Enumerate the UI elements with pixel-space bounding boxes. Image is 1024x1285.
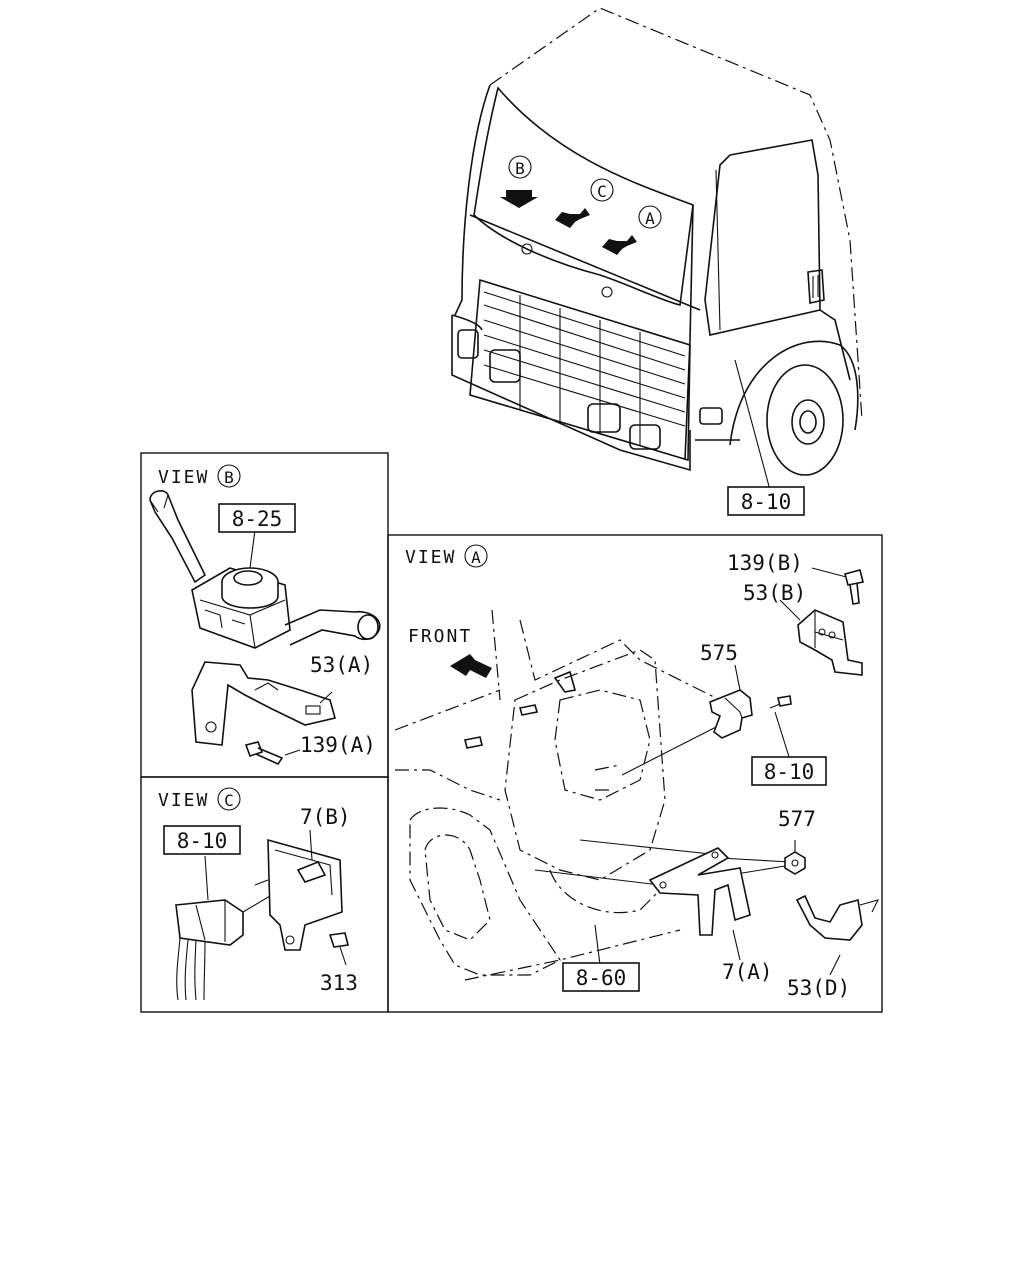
view-b-ref-box: 8-25 [218, 503, 296, 533]
view-a-panel [387, 534, 883, 1013]
bracket-53a [191, 661, 336, 746]
bracket-7a [648, 847, 751, 936]
nut-577 [784, 851, 806, 875]
view-a-letter: A [471, 548, 481, 567]
bolt-313 [328, 932, 349, 966]
view-c-prefix: VIEW [158, 790, 209, 811]
view-arrow-c: C [555, 178, 614, 228]
module-studs [464, 670, 577, 749]
bracket-53b [797, 609, 863, 676]
view-b-letter: B [224, 468, 234, 487]
bracket-7b [254, 829, 343, 951]
cab-ref-label: 8-10 [741, 490, 792, 514]
view-arrow-b: B [500, 155, 538, 208]
bracket-53b-label: 53(B) [743, 581, 806, 605]
truck-cab-illustration [451, 7, 863, 491]
view-c-title: VIEW C [158, 787, 241, 811]
nut-577-label: 577 [778, 807, 816, 831]
view-a-title: VIEW A [405, 544, 488, 568]
front-indicator: FRONT [408, 626, 492, 678]
view-b-title: VIEW B [158, 464, 241, 488]
clip-575 [709, 689, 792, 739]
view-a-ref-bottom-box: 8-60 [562, 962, 640, 992]
view-b-ref-label: 8-25 [232, 507, 283, 531]
view-a-ref-top-box: 8-10 [751, 756, 827, 786]
bolt-139b-label: 139(B) [727, 551, 803, 575]
connector-harness [175, 855, 276, 1001]
view-c-ref-label: 8-10 [177, 829, 228, 853]
bracket-7b-label: 7(B) [300, 805, 351, 829]
view-arrow-c-letter: C [597, 182, 607, 201]
view-a-prefix: VIEW [405, 547, 456, 568]
front-label: FRONT [408, 626, 472, 647]
view-arrow-a-letter: A [645, 209, 655, 228]
view-a-ref-bottom-label: 8-60 [576, 966, 627, 990]
bolt-139a-label: 139(A) [300, 733, 376, 757]
bracket-53a-label: 53(A) [310, 653, 373, 677]
clip-575-label: 575 [700, 641, 738, 665]
view-arrow-b-letter: B [515, 159, 525, 178]
combination-switch [149, 490, 381, 649]
view-c-letter: C [224, 791, 234, 810]
bolt-313-label: 313 [320, 971, 358, 995]
view-c-ref-box: 8-10 [163, 825, 241, 855]
bolt-139a [244, 741, 301, 766]
bracket-53d-label: 53(D) [787, 976, 850, 1000]
bracket-53d [795, 894, 880, 941]
view-arrow-a: A [602, 205, 662, 255]
bracket-7a-label: 7(A) [722, 960, 773, 984]
view-b-prefix: VIEW [158, 467, 209, 488]
view-a-ref-top-label: 8-10 [764, 760, 815, 784]
bolt-139b [844, 569, 864, 605]
cab-ref-box: 8-10 [727, 486, 805, 516]
engine-outline [394, 609, 721, 981]
